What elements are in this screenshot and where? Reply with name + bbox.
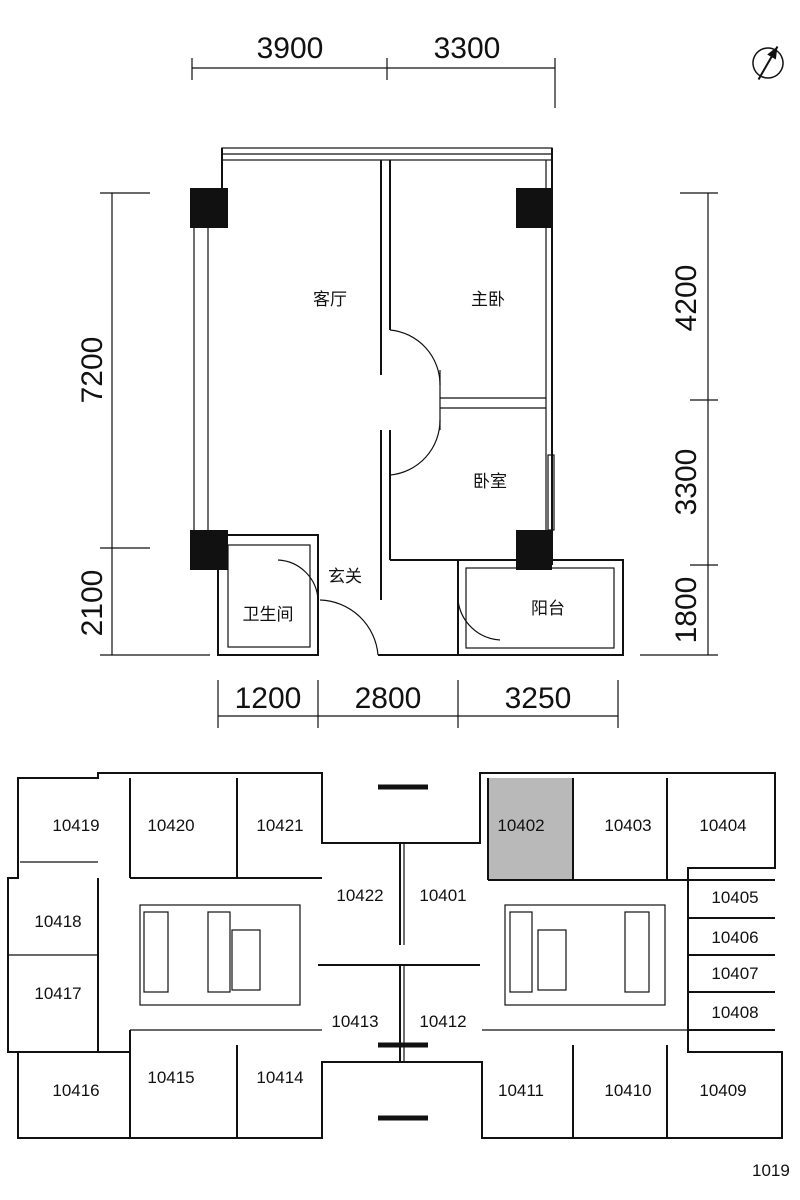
- room-living-room: 客厅: [313, 290, 347, 309]
- unit-label-10410: 10410: [604, 1081, 651, 1100]
- unit-label-10401: 10401: [419, 886, 466, 905]
- room-bathroom: 卫生间: [243, 605, 294, 624]
- right-dimension-2: 3300: [670, 449, 703, 516]
- top-dimension-1: 3900: [257, 32, 324, 65]
- unit-label-10422: 10422: [336, 886, 383, 905]
- room-bedroom: 卧室: [473, 472, 507, 491]
- unit-label-10409: 10409: [699, 1081, 746, 1100]
- bottom-dimension-2: 2800: [355, 682, 422, 715]
- bottom-dimension-3: 3250: [505, 682, 572, 715]
- unit-label-10405: 10405: [711, 888, 758, 907]
- unit-label-10415: 10415: [147, 1068, 194, 1087]
- unit-plan: 3900 3300 7200 2100 4200 3300 1800 1200 …: [76, 32, 784, 728]
- unit-label-10411: 10411: [498, 1081, 544, 1100]
- corner-unit-number: 1019: [752, 1161, 790, 1180]
- unit-label-10404: 10404: [699, 816, 746, 835]
- unit-label-10412: 10412: [419, 1012, 466, 1031]
- right-dimension-1: 4200: [670, 265, 703, 332]
- unit-label-10416: 10416: [52, 1081, 99, 1100]
- room-entrance: 玄关: [328, 567, 362, 586]
- unit-label-10408: 10408: [711, 1003, 758, 1022]
- room-master-bedroom: 主卧: [471, 290, 505, 309]
- unit-label-10418: 10418: [34, 912, 81, 931]
- left-dimension-1: 7200: [76, 337, 109, 404]
- unit-label-10417: 10417: [34, 984, 81, 1003]
- unit-label-10421: 10421: [256, 816, 303, 835]
- left-dimension-2: 2100: [76, 570, 109, 637]
- north-arrow-icon: [752, 46, 784, 80]
- room-balcony: 阳台: [531, 599, 565, 618]
- floor-key-plan: 10419 10420 10421 10402 10403 10404 1042…: [7, 772, 790, 1180]
- highlighted-unit-fill: [488, 778, 573, 881]
- top-dimension-2: 3300: [434, 32, 501, 65]
- unit-label-10407: 10407: [711, 964, 758, 983]
- unit-label-10403: 10403: [604, 816, 651, 835]
- unit-label-10406: 10406: [711, 928, 758, 947]
- right-dimension-3: 1800: [670, 577, 703, 644]
- unit-label-10402: 10402: [497, 816, 544, 835]
- unit-label-10420: 10420: [147, 816, 194, 835]
- unit-label-10419: 10419: [52, 816, 99, 835]
- unit-label-10414: 10414: [256, 1068, 303, 1087]
- bottom-dimension-1: 1200: [235, 682, 302, 715]
- unit-label-10413: 10413: [331, 1012, 378, 1031]
